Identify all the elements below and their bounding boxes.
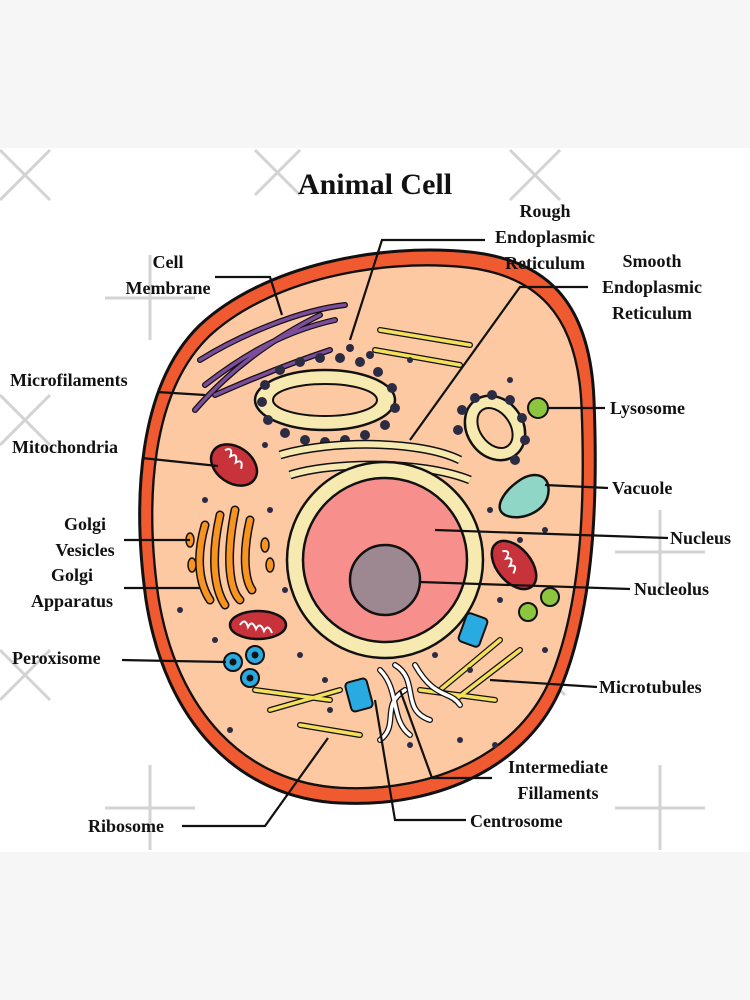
peroxisomes <box>223 645 265 688</box>
label-golgi-vesicles-1: Golgi <box>64 514 106 534</box>
label-golgi-apparatus-2: Apparatus <box>31 591 113 611</box>
cell <box>138 248 597 805</box>
label-centrosome: Centrosome <box>470 811 563 831</box>
label-intermediate-filaments-1: Intermediate <box>508 757 608 777</box>
label-smooth-er-2: Endoplasmic <box>602 277 702 297</box>
label-microfilaments: Microfilaments <box>10 370 128 390</box>
labels: Cell Membrane Rough Endoplasmic Reticulu… <box>10 201 731 836</box>
label-smooth-er-3: Reticulum <box>612 303 692 323</box>
centrosomes <box>344 612 489 713</box>
label-rough-er-1: Rough <box>519 201 570 221</box>
label-rough-er-3: Reticulum <box>505 253 585 273</box>
label-rough-er-2: Endoplasmic <box>495 227 595 247</box>
label-golgi-vesicles-2: Vesicles <box>55 540 114 560</box>
label-nucleolus: Nucleolus <box>634 579 709 599</box>
ribosomes <box>177 357 548 748</box>
diagram-title: Animal Cell <box>298 168 452 201</box>
label-golgi-apparatus-1: Golgi <box>51 565 93 585</box>
smooth-endoplasmic-reticulum <box>453 390 530 465</box>
leader-lines <box>121 238 669 828</box>
mitochondria <box>209 443 538 641</box>
label-intermediate-filaments-2: Fillaments <box>518 783 599 803</box>
lysosomes <box>518 397 560 622</box>
label-cell-membrane-2: Membrane <box>126 278 211 298</box>
label-microtubules: Microtubules <box>599 677 702 697</box>
nucleolus <box>348 543 422 617</box>
label-peroxisome: Peroxisome <box>12 648 101 668</box>
label-vacuole: Vacuole <box>612 478 672 498</box>
diagram-canvas: Animal Cell <box>0 148 750 852</box>
label-mitochondria: Mitochondria <box>12 437 118 457</box>
label-ribosome: Ribosome <box>88 816 164 836</box>
label-lysosome: Lysosome <box>610 398 685 418</box>
animal-cell-diagram: Animal Cell <box>0 148 731 850</box>
vacuole <box>498 473 550 519</box>
label-nucleus: Nucleus <box>670 528 731 548</box>
label-cell-membrane-1: Cell <box>153 252 184 272</box>
nucleus <box>285 460 485 660</box>
label-smooth-er-1: Smooth <box>622 251 681 271</box>
